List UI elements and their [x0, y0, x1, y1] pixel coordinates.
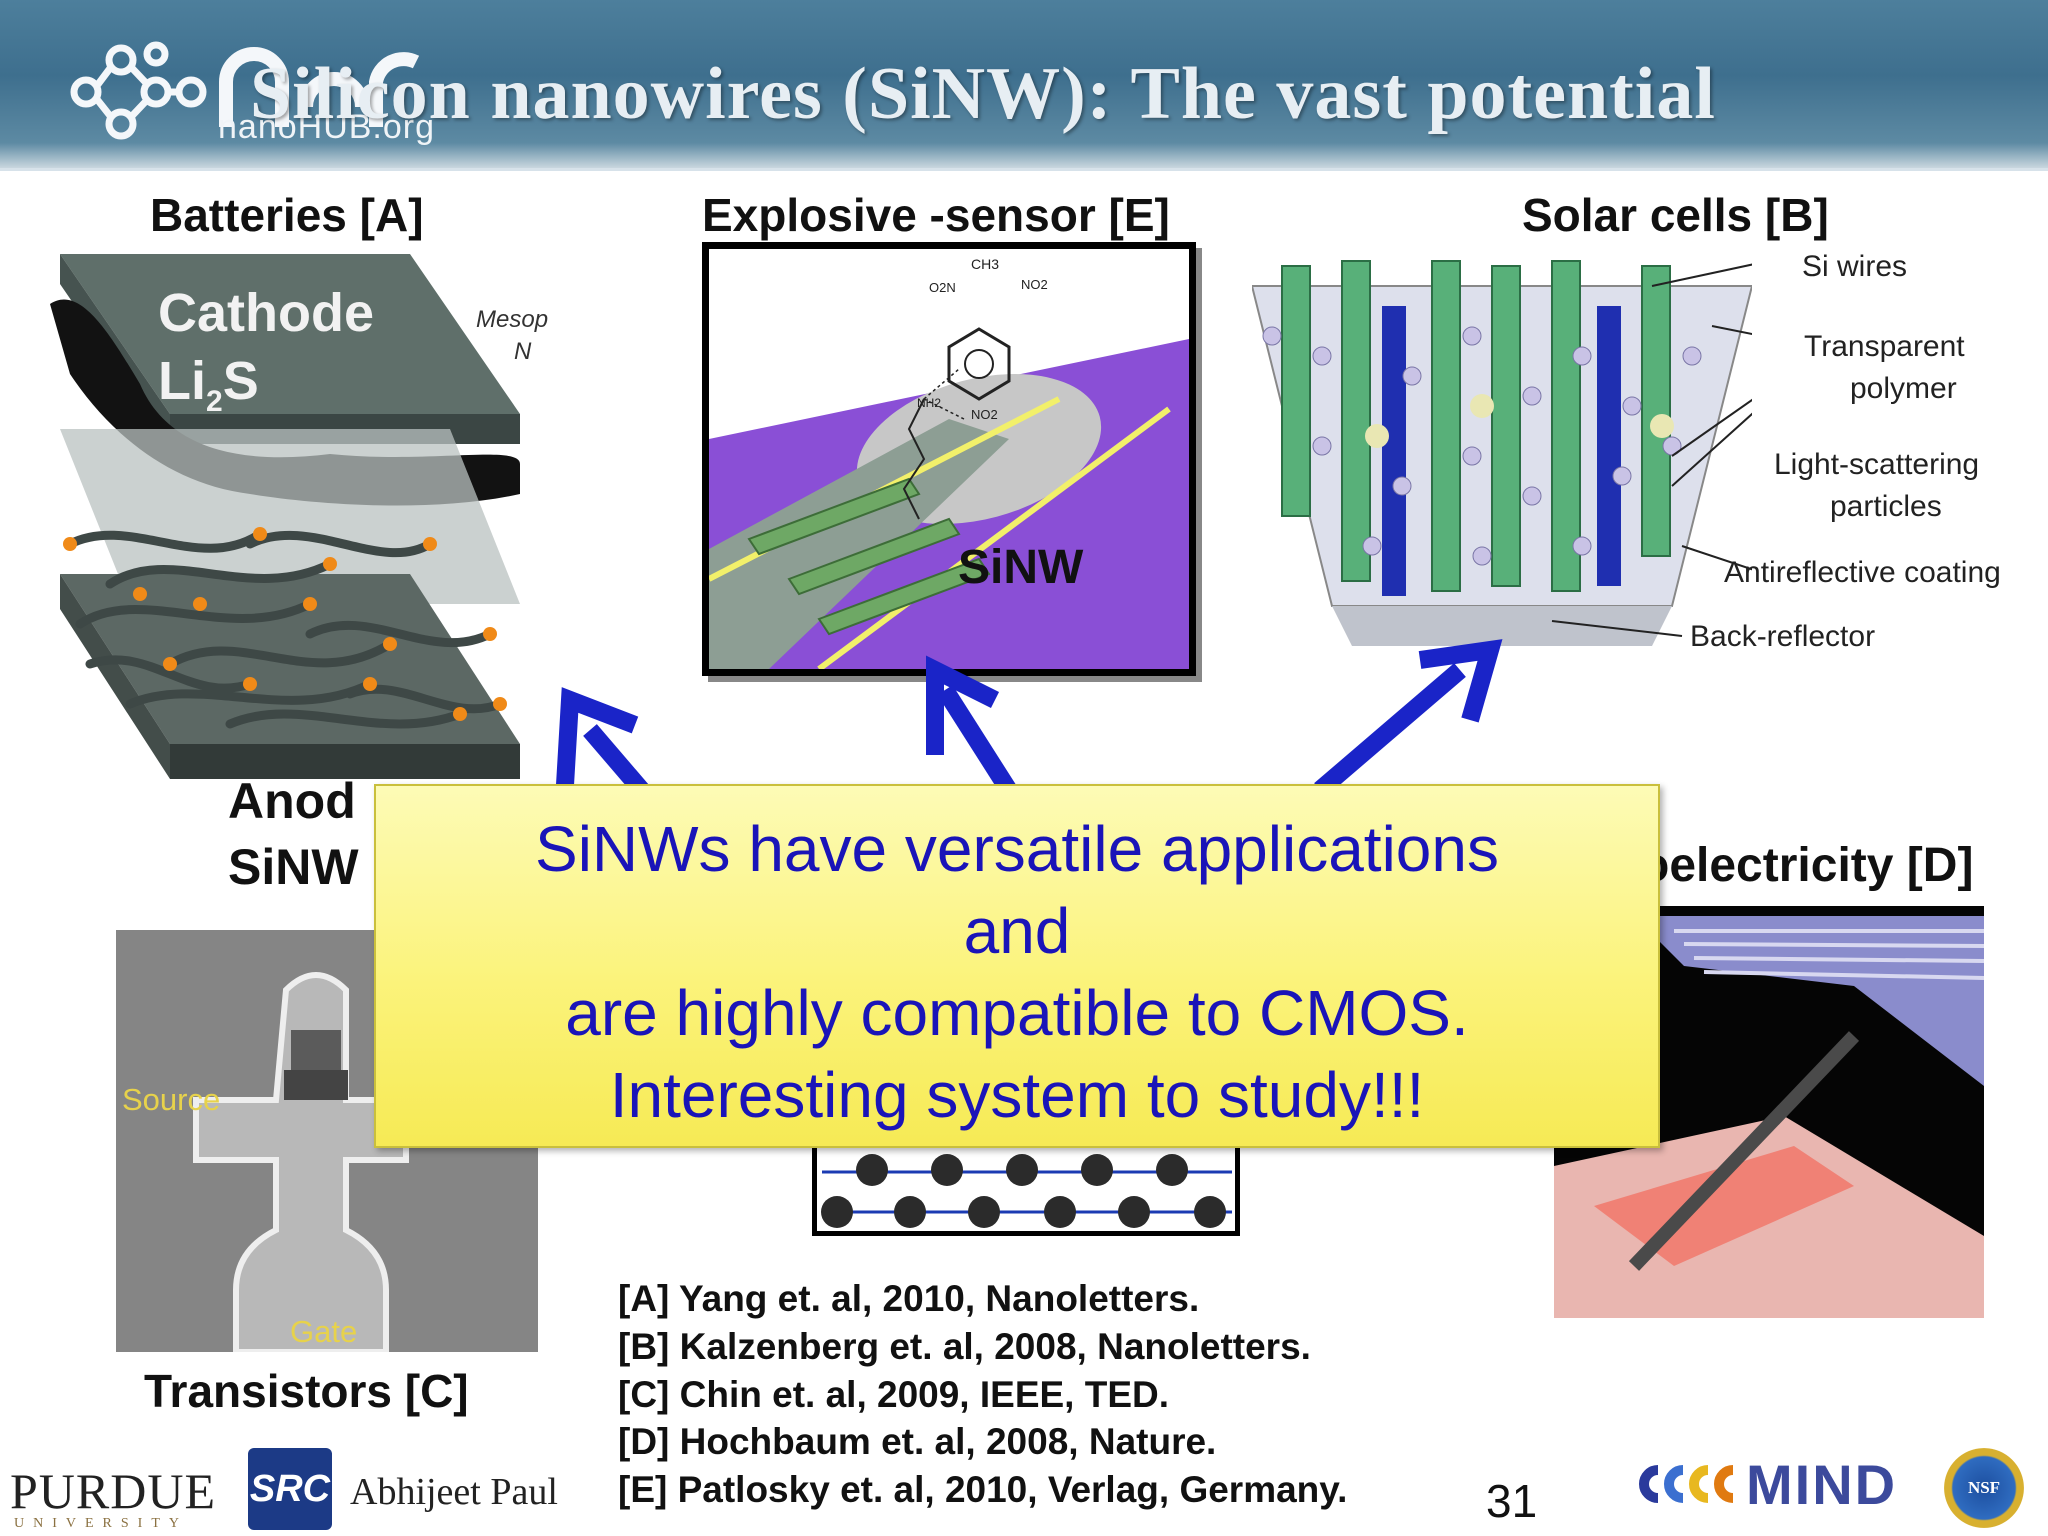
thermoelectricity-title: oelectricity [D] [1640, 839, 1974, 892]
sensor-title: Explosive -sensor [E] [702, 189, 1170, 241]
nsf-logo-text: NSF [1967, 1478, 2001, 1497]
mesoporous-label-2: N [514, 338, 532, 365]
callout-line-4: Interesting system to study!!! [609, 1059, 1425, 1131]
chem-no2-left: O2N [929, 280, 956, 295]
reference-a: [A] Yang et. al, 2010, Nanoletters. [618, 1278, 1200, 1319]
reference-d: [D] Hochbaum et. al, 2008, Nature. [618, 1421, 1217, 1462]
page-number: 31 [1486, 1475, 1538, 1527]
cathode-label: Cathode [158, 283, 374, 343]
sinw-label: SiNW [958, 541, 1084, 594]
callout-line-3: are highly compatible to CMOS. [565, 977, 1469, 1049]
solar-label-antireflective: Antireflective coating [1724, 556, 2001, 589]
cathode-formula: Li2S [158, 351, 259, 418]
reference-b: [B] Kalzenberg et. al, 2008, Nanoletters… [618, 1326, 1311, 1367]
solar-label-polymer: polymer [1850, 372, 1957, 405]
chem-no2-bottom: NO2 [971, 407, 998, 422]
gate-label: Gate [290, 1314, 358, 1349]
anode-material: SiNW [228, 839, 359, 895]
battery-diagram [50, 254, 520, 779]
nanohub-logo [70, 41, 420, 140]
callout-box: SiNWs have versatile applications and ar… [374, 784, 1660, 1148]
nsf-logo: NSF [1944, 1448, 2024, 1528]
solar-cell-diagram [1252, 260, 1752, 646]
anode-label: Anod [228, 773, 356, 829]
sensor-diagram: CH3 O2N NO2 NO2 NH2 [707, 256, 1189, 672]
source-label: Source [122, 1082, 221, 1117]
sensor-figure-frame: CH3 O2N NO2 NO2 NH2 [702, 242, 1196, 676]
purdue-university-text: UNIVERSITY [14, 1516, 188, 1531]
solar-label-particles: particles [1830, 490, 1942, 523]
reference-e: [E] Patlosky et. al, 2010, Verlag, Germa… [618, 1469, 1348, 1510]
solar-label-si-wires: Si wires [1802, 250, 1908, 283]
solar-label-transparent: Transparent [1804, 330, 1965, 363]
purdue-logo: PURDUE [10, 1463, 217, 1519]
reference-c: [C] Chin et. al, 2009, IEEE, TED. [618, 1374, 1170, 1415]
solar-label-light-scattering: Light-scattering [1774, 448, 1980, 481]
batteries-title: Batteries [A] [150, 189, 424, 241]
src-logo-text: SRC [249, 1468, 331, 1510]
solar-title: Solar cells [B] [1522, 189, 1829, 241]
chem-no2-right: NO2 [1021, 277, 1048, 292]
callout-line-1: SiNWs have versatile applications [535, 813, 1499, 885]
mind-logo-swoosh [1639, 1465, 1734, 1503]
transistors-title: Transistors [C] [144, 1365, 469, 1417]
callout-line-2: and [963, 895, 1071, 967]
mind-logo-text: MIND [1746, 1453, 1898, 1516]
mesoporous-label: Mesop [476, 306, 549, 333]
author-name: Abhijeet Paul [350, 1471, 558, 1513]
nanohub-logo-text: nanoHUB.org [218, 108, 436, 146]
chem-ch3: CH3 [971, 256, 999, 272]
src-logo: SRC [248, 1448, 332, 1530]
solar-label-back-reflector: Back-reflector [1690, 620, 1876, 653]
slide-title: Silicon nanowires (SiNW): The vast poten… [250, 53, 1716, 135]
